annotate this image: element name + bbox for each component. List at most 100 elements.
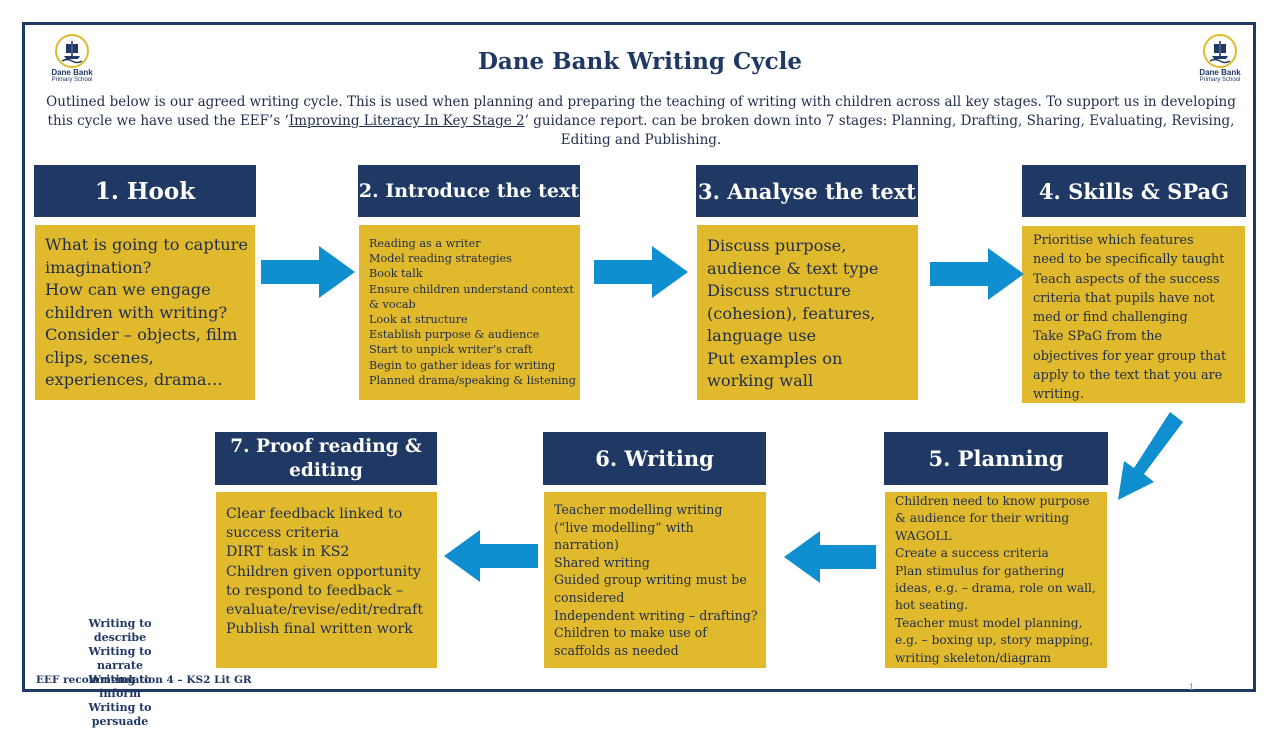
stage-7-title-line2: editing [289,459,363,481]
stage-3-item: audience & text type [707,258,879,278]
stage-3-item: Discuss structure [707,281,852,300]
stage-7-title-line1: 7. Proof reading & [230,435,422,457]
stage-7-item: DIRT task in KS2 [226,544,350,561]
stage-5-item: Teacher must model planning, [895,615,1083,630]
intro-text-end: ’ guidance report. can be broken down in… [524,113,1235,148]
stage-2-title: 2. Introduce the text [358,180,580,202]
arrow-right-icon [261,246,355,298]
arrow-left-icon [784,531,876,583]
stage-5-item: Plan stimulus for gathering [895,563,1065,578]
stage-7-item: Children given opportunity [226,563,421,580]
arrow-right-icon [930,248,1024,300]
logo-subtitle: Primary School [51,77,93,83]
stage-7-item: Clear feedback linked to [226,506,403,522]
writing-purpose: Writing to inform [88,673,152,700]
stage-6-item: Guided group writing must be [554,572,747,588]
arrow-down-left-icon [1118,412,1183,500]
stage-6-header: 6. Writing [543,432,766,485]
stage-4-item: med or find challenging [1033,310,1188,326]
stage-5-title: 5. Planning [928,446,1064,471]
stage-5-item: ideas, e.g. – drama, role on wall, [895,581,1096,596]
stage-5-item: e.g. – boxing up, story mapping, [895,633,1094,648]
stage-2-item: Ensure children understand context [369,282,574,296]
stage-5-header: 5. Planning [884,432,1108,485]
stage-4-title: 4. Skills & SPaG [1038,178,1230,204]
arrow-left-icon [444,530,538,582]
stage-2-item: Start to unpick writer’s craft [369,343,533,357]
stage-2-item: Reading as a writer [369,237,481,250]
writing-purpose: Writing to narrate [88,645,152,672]
stage-7-item: to respond to feedback – [226,582,404,599]
stage-1-box: What is going to capture imagination? Ho… [35,225,255,400]
stage-6-item: Independent writing – drafting? [554,607,758,623]
stage-3-item: language use [707,326,817,345]
stage-3-header: 3. Analyse the text [696,165,918,217]
stage-6-box: Teacher modelling writing (“live modelli… [544,492,766,668]
stage-4-item: apply to the text that you are [1033,368,1223,384]
stage-7-item: Publish final written work [226,621,413,638]
logo-name: Dane Bank [1199,68,1241,77]
stage-5-box: Children need to know purpose & audience… [885,492,1107,668]
stage-2-item: Planned drama/speaking & listening [369,373,576,387]
stage-3-item: (cohesion), features, [707,303,876,323]
page-title: Dane Bank Writing Cycle [477,48,803,75]
stage-5-item: Create a success criteria [895,546,1049,561]
stage-1-header: 1. Hook [34,165,256,217]
eef-reference: EEF recommendation 4 – KS2 Lit GR [36,674,252,686]
stage-5-item: WAGOLL [895,528,952,543]
school-logo-right: Dane Bank Primary School [1190,34,1250,96]
intro-text-start: Outlined below is our agreed writing cyc… [46,94,1236,129]
stage-3-box: Discuss purpose, audience & text type Di… [697,225,918,400]
stage-5-item: writing skeleton/diagram [895,650,1052,665]
stage-4-item: Teach aspects of the success [1033,271,1220,287]
stage-6-item: Teacher modelling writing [554,502,723,517]
stage-2-item: Begin to gather ideas for writing [369,358,556,372]
ship-crest-icon [55,34,89,68]
stage-2-item: & vocab [369,297,416,311]
stage-7-item: evaluate/revise/edit/redraft [226,602,424,619]
stage-3-title: 3. Analyse the text [698,178,916,204]
writing-purpose: Writing to describe [88,617,152,644]
stage-1-item: children with writing? [45,302,228,322]
page-number: 1 [1188,682,1194,692]
logo-subtitle: Primary School [1199,77,1241,83]
stage-4-item: writing. [1033,387,1084,403]
stage-1-item: What is going to capture [45,235,248,254]
stage-2-item: Look at structure [369,313,468,327]
stage-6-item: scaffolds as needed [554,642,679,658]
page-frame [22,22,1256,692]
stage-4-item: criteria that pupils have not [1033,290,1215,306]
ship-crest-icon [1203,34,1237,68]
stage-1-item: Consider – objects, film [45,325,238,344]
stage-4-item: objectives for year group that [1033,348,1227,364]
stage-6-item: considered [554,589,625,605]
stage-2-box: Reading as a writer Model reading strate… [359,225,580,400]
stage-2-item: Model reading strategies [369,252,512,266]
arrow-right-icon [594,246,688,298]
stage-4-item: need to be specifically taught [1033,252,1225,268]
stage-1-title: 1. Hook [94,177,196,205]
stage-3-item: Put examples on [707,348,843,368]
stage-7-header: 7. Proof reading & editing [215,432,437,485]
stage-2-header: 2. Introduce the text [358,165,580,217]
stage-2-item: Book talk [369,267,423,281]
stage-4-header: 4. Skills & SPaG [1022,165,1246,217]
stage-5-item: Children need to know purpose [895,494,1090,508]
stage-4-box: Prioritise which features need to be spe… [1022,226,1245,403]
stage-1-item: How can we engage [45,280,211,299]
logo-name: Dane Bank [51,68,93,77]
report-link[interactable]: Improving Literacy In Key Stage 2 [288,113,525,129]
stage-1-item: imagination? [45,257,152,277]
stage-6-title: 6. Writing [595,446,714,471]
school-logo-left: Dane Bank Primary School [42,34,102,96]
writing-purpose: Writing to persuade [88,701,152,728]
stage-1-item: experiences, drama… [45,370,223,389]
stage-4-item: Prioritise which features [1033,233,1194,248]
stage-6-item: narration) [554,537,619,553]
stage-5-item: & audience for their writing [895,511,1070,526]
stage-7-item: success criteria [226,525,339,542]
stage-6-item: Children to make use of [554,625,707,641]
stage-2-item: Establish purpose & audience [369,328,540,342]
stage-4-item: Take SPaG from the [1033,329,1163,345]
stage-5-item: hot seating. [895,598,969,613]
